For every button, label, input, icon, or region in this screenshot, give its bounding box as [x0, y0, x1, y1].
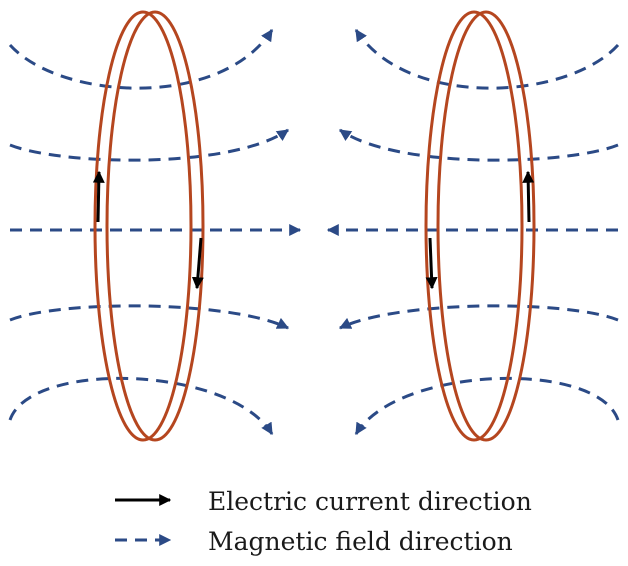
legend-current-label: Electric current direction: [208, 487, 532, 516]
right-coil-loop-outer: [424, 10, 524, 442]
right-field-line-4: [338, 304, 619, 330]
left-coil-loop-inner: [105, 10, 205, 442]
legend: Electric current direction Magnetic fiel…: [115, 487, 532, 556]
legend-field-label: Magnetic field direction: [208, 527, 513, 556]
left-field-line-4: [9, 304, 290, 330]
current-arrow-right-up: [522, 170, 535, 223]
left-field-line-2: [9, 128, 289, 162]
left-field-line-1: [8, 28, 274, 90]
right-coil: [424, 10, 536, 442]
current-arrow-left-up: [92, 170, 105, 223]
current-arrows: [92, 170, 535, 290]
right-coil-loop-inner: [436, 10, 536, 442]
current-arrow-left-down: [191, 237, 204, 290]
left-coil-loop-outer: [93, 10, 193, 442]
right-field-line-5: [354, 376, 620, 436]
left-field-lines: [8, 28, 302, 436]
right-field-line-2: [339, 128, 619, 162]
current-arrow-right-down: [425, 237, 438, 290]
right-field-lines: [326, 28, 620, 436]
left-coil: [93, 10, 205, 442]
left-field-line-5: [8, 376, 274, 436]
right-field-line-1: [354, 28, 620, 90]
